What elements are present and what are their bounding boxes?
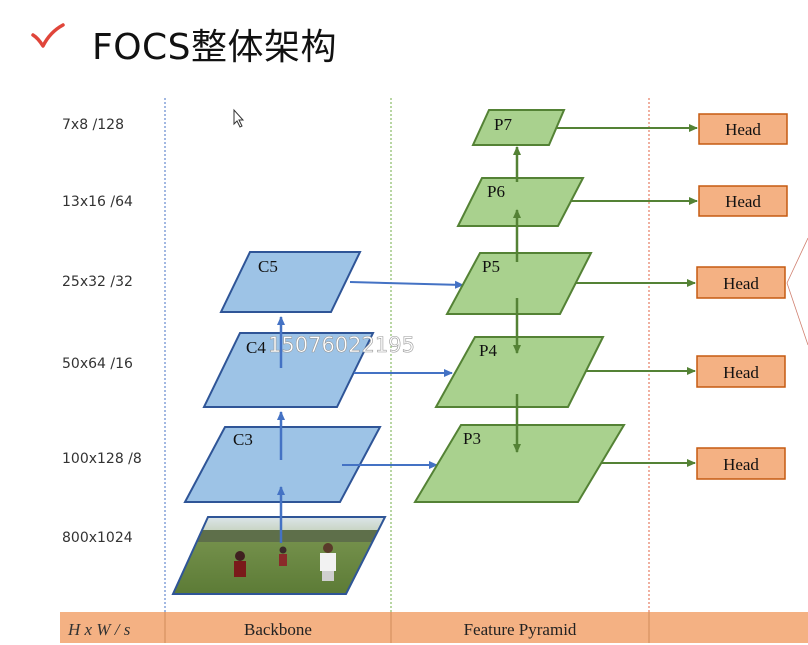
pyramid-p6-label: P6 — [487, 182, 505, 201]
backbone-c3-label: C3 — [233, 430, 253, 449]
pyramid-p6-box — [456, 177, 585, 227]
pyramid-p5-box — [445, 252, 593, 315]
head-box: Head — [696, 266, 786, 299]
size-label: 800x1024 — [62, 530, 133, 546]
footer-backbone-label: Backbone — [244, 620, 312, 639]
head-box: Head — [698, 185, 788, 217]
page-title: FOCS整体架构 — [92, 27, 338, 68]
pyramid-p5-label: P5 — [482, 257, 500, 276]
size-label: 100x128 /8 — [62, 451, 142, 467]
connector-line — [786, 237, 808, 284]
size-label: 7x8 /128 — [62, 117, 124, 133]
pyramid-p4-box — [434, 336, 605, 408]
cursor-icon — [233, 108, 245, 128]
pyramid-p7-label: P7 — [494, 115, 512, 134]
slide-title: FOCS整体架构 — [0, 0, 808, 80]
backbone-c4-label: C4 — [246, 338, 266, 357]
watermark-text: 15076022195 — [268, 333, 415, 357]
backbone-c3-box — [183, 426, 382, 503]
arrow-c5-to-p5 — [349, 280, 464, 289]
pyramid-p4-label: P4 — [479, 341, 497, 360]
backbone-c5-label: C5 — [258, 257, 278, 276]
size-label: 50x64 /16 — [62, 356, 133, 372]
connector-line — [786, 282, 808, 346]
backbone-c5-box — [219, 251, 362, 313]
head-box: Head — [696, 355, 786, 388]
footer-band — [60, 612, 808, 643]
head-box: Head — [698, 113, 788, 145]
check-icon — [31, 23, 65, 48]
size-label: 25x32 /32 — [62, 274, 133, 290]
size-label: 13x16 /64 — [62, 194, 133, 210]
pyramid-p7-box — [471, 109, 566, 146]
head-box: Head — [696, 447, 786, 480]
footer-hws-label: H x W / s — [67, 620, 131, 639]
pyramid-p3-box — [413, 424, 626, 503]
backbone-c4-box — [202, 332, 375, 408]
head-label: Head — [723, 274, 759, 293]
footer-pyramid-label: Feature Pyramid — [464, 620, 577, 639]
pyramid-p3-label: P3 — [463, 429, 481, 448]
input-image — [171, 516, 387, 595]
head-label: Head — [723, 363, 759, 382]
head-label: Head — [725, 120, 761, 139]
head-label: Head — [725, 192, 761, 211]
head-label: Head — [723, 455, 759, 474]
